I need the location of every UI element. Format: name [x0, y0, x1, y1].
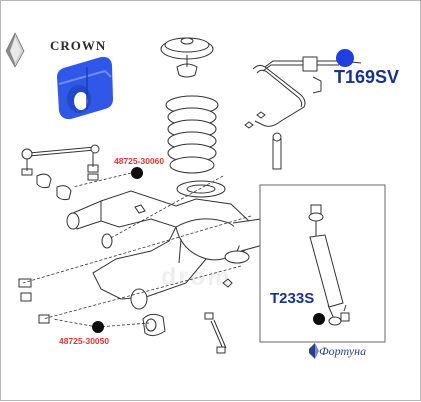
sway-bar-bushing-label: T169SV [334, 67, 400, 87]
arm-bushing-upper-code: 48725-30060 [114, 156, 165, 166]
upper-arm-bushing-callout-dot [131, 167, 143, 179]
fortuna-logo-icon [309, 343, 319, 359]
sway-bar [252, 56, 362, 170]
mounting-hardware [18, 278, 233, 354]
sway-bar-bushing-callout-dot [336, 49, 354, 67]
rear-axle [66, 190, 264, 310]
arm-bushing-lower-code: 48725-30050 [59, 336, 110, 346]
leader-lines [22, 172, 252, 328]
sway-bar-bushing-highlight [57, 56, 113, 120]
lower-arm-bushing-callout-dot [92, 321, 104, 333]
brand-name: CROWN [50, 38, 107, 53]
crown-chevron-logo [5, 32, 25, 68]
shock-absorber-label: T233S [270, 290, 315, 307]
coil-spring-assembly [160, 37, 266, 198]
shock-absorber-callout-dot [313, 313, 325, 325]
watermark: drom [161, 263, 232, 291]
footer-brand-text: Фортуна [319, 344, 367, 358]
stabilizer-link [21, 144, 100, 201]
